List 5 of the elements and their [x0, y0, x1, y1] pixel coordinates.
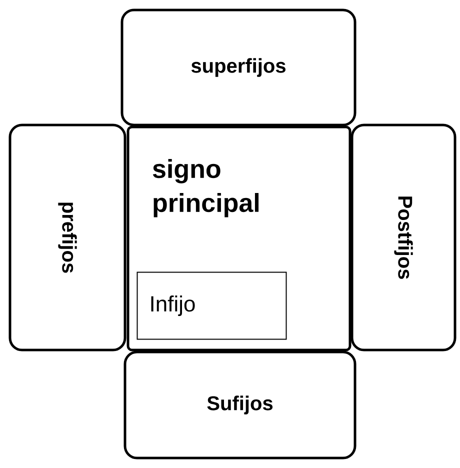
label-box: Sufijos	[124, 350, 356, 460]
label-box: superfijos	[120, 8, 356, 126]
infix-box: Infijo	[136, 272, 287, 340]
side-box: prefijos	[8, 124, 126, 352]
side-box: Postfijos	[350, 124, 456, 352]
